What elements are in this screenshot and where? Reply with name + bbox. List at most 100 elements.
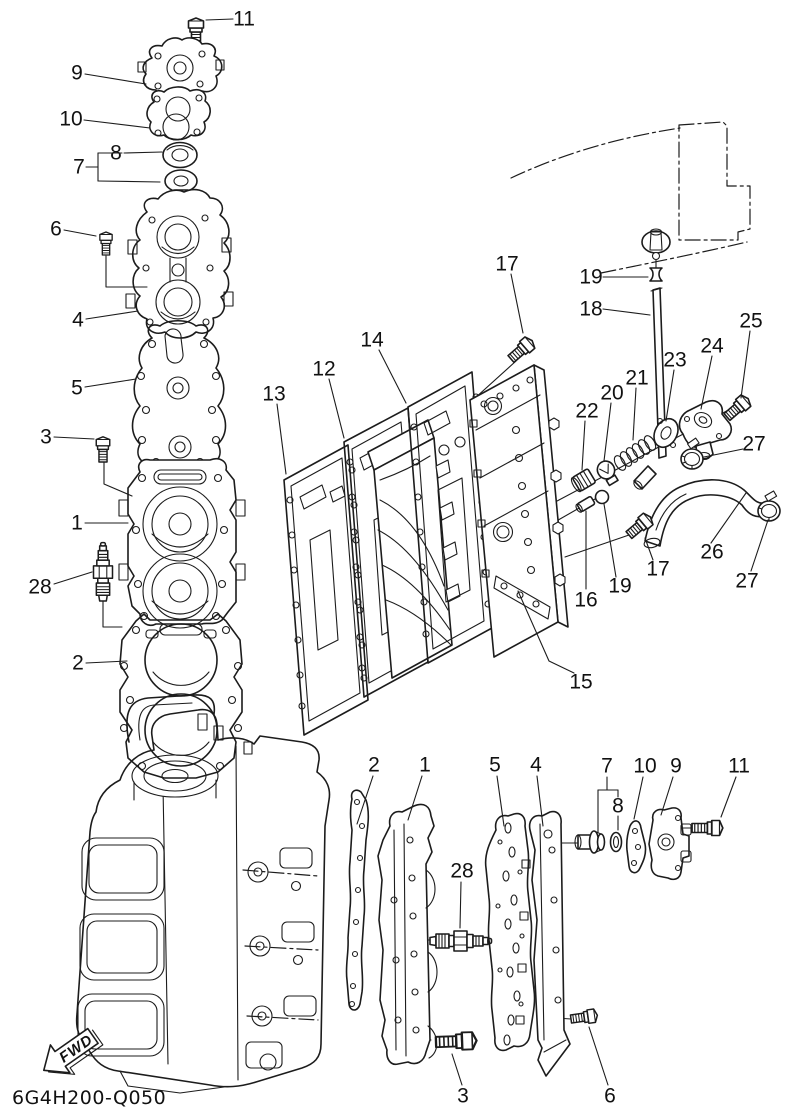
leader-line-6 bbox=[588, 1026, 609, 1086]
right-fitting-group bbox=[505, 228, 781, 549]
bolt-6-top bbox=[99, 231, 113, 256]
cap-22 bbox=[570, 468, 596, 493]
callout-27: 27 bbox=[735, 570, 758, 593]
gasket-5-right bbox=[484, 812, 536, 1052]
washer-8-right bbox=[609, 831, 623, 853]
gasket-13 bbox=[283, 444, 369, 736]
callout-15: 15 bbox=[569, 671, 592, 694]
leader-line-28 bbox=[53, 571, 93, 585]
callout-18: 18 bbox=[579, 298, 602, 321]
callout-24: 24 bbox=[700, 335, 724, 358]
exhaust-inner-plate bbox=[367, 419, 461, 679]
leader-line-7 bbox=[97, 180, 161, 183]
leader-line-13 bbox=[276, 403, 287, 475]
cylinder-head-1-left bbox=[118, 457, 246, 629]
callout-3: 3 bbox=[40, 426, 52, 449]
head-stack-left bbox=[92, 17, 246, 779]
leader-line-22 bbox=[581, 420, 586, 471]
callout-8: 8 bbox=[612, 795, 624, 818]
leader-line-3 bbox=[103, 461, 133, 497]
leader-line-5 bbox=[496, 775, 505, 827]
bolt-25 bbox=[721, 392, 754, 424]
head-stack-right bbox=[345, 789, 724, 1077]
gasket-5-left bbox=[131, 319, 227, 471]
leader-line-17 bbox=[510, 273, 524, 334]
head-gasket-2-right bbox=[345, 789, 370, 1011]
thermostat-20 bbox=[596, 460, 619, 487]
callout-12: 12 bbox=[312, 358, 335, 381]
leader-line-28 bbox=[459, 881, 462, 929]
exhaust-cover-15 bbox=[469, 364, 569, 658]
assembly-axis-lines bbox=[407, 259, 737, 1041]
hose-clamp-27-lower bbox=[757, 490, 781, 522]
cylinder-head-1-right bbox=[377, 803, 438, 1066]
callout-10: 10 bbox=[633, 755, 656, 778]
callout-7: 7 bbox=[73, 156, 85, 179]
callout-10: 10 bbox=[59, 108, 82, 131]
seal-8-top bbox=[162, 141, 198, 169]
stud-16 bbox=[575, 495, 596, 513]
callout-6: 6 bbox=[50, 218, 62, 241]
assembly-line bbox=[473, 360, 517, 400]
leader-line-17 bbox=[644, 537, 654, 561]
callout-20: 20 bbox=[600, 382, 623, 405]
callout-5: 5 bbox=[71, 377, 83, 400]
bolt-11-right bbox=[691, 819, 724, 837]
leader-line-27 bbox=[703, 448, 744, 458]
leader-line-14 bbox=[378, 349, 407, 404]
leader-line-19 bbox=[603, 503, 617, 578]
callout-4: 4 bbox=[72, 309, 84, 332]
callout-4: 4 bbox=[530, 754, 542, 777]
hose-26 bbox=[643, 479, 770, 549]
leader-line-1 bbox=[407, 775, 423, 821]
callout-22: 22 bbox=[575, 400, 598, 423]
callout-26: 26 bbox=[700, 541, 723, 564]
callout-13: 13 bbox=[262, 383, 285, 406]
leader-line-9 bbox=[84, 73, 147, 85]
leader-line-3 bbox=[451, 1053, 463, 1086]
leader-line-15 bbox=[517, 590, 575, 674]
leader-line-11 bbox=[205, 18, 234, 21]
callout-27: 27 bbox=[742, 433, 765, 456]
leader-line-6 bbox=[105, 255, 148, 288]
callout-9: 9 bbox=[71, 62, 83, 85]
leader-line-2 bbox=[356, 775, 374, 825]
drawing-code: 6G4H200-Q050 bbox=[12, 1087, 166, 1109]
exhaust-plate-group bbox=[283, 364, 569, 736]
rod-18 bbox=[633, 287, 667, 490]
leader-line-9 bbox=[660, 776, 674, 816]
callout-21: 21 bbox=[625, 367, 648, 390]
leader-line-11 bbox=[720, 776, 737, 818]
leader-line-6 bbox=[63, 229, 97, 237]
spark-plug-28-left bbox=[92, 541, 114, 602]
leader-line-27 bbox=[750, 519, 769, 572]
leader-line-4 bbox=[85, 310, 139, 320]
callout-annotations: 1191087645312821312141719182524232120222… bbox=[28, 8, 769, 1108]
callout-3: 3 bbox=[457, 1085, 469, 1108]
head-gasket-2-left bbox=[119, 613, 243, 779]
callout-17: 17 bbox=[646, 558, 669, 581]
leader-line-10 bbox=[83, 119, 151, 129]
leader-line-12 bbox=[328, 378, 345, 439]
callout-1: 1 bbox=[419, 754, 431, 777]
grommet bbox=[641, 228, 671, 261]
callout-25: 25 bbox=[739, 310, 762, 333]
bolt-3-top bbox=[95, 436, 111, 463]
bolt-6-right bbox=[569, 1007, 600, 1027]
callout-7: 7 bbox=[601, 755, 613, 778]
callout-5: 5 bbox=[489, 754, 501, 777]
assembly-line bbox=[564, 534, 630, 558]
spark-plug-28-right bbox=[429, 930, 493, 952]
leader-line-5 bbox=[84, 378, 137, 388]
callout-28: 28 bbox=[28, 576, 51, 599]
gasket-23 bbox=[653, 417, 679, 449]
leader-line-2 bbox=[85, 660, 128, 664]
callout-16: 16 bbox=[574, 589, 597, 612]
callout-23: 23 bbox=[663, 349, 686, 372]
leader-line-26 bbox=[710, 492, 747, 544]
callout-1: 1 bbox=[71, 512, 83, 535]
leader-line-21 bbox=[632, 387, 637, 441]
head-cover-4-right bbox=[515, 810, 571, 1077]
